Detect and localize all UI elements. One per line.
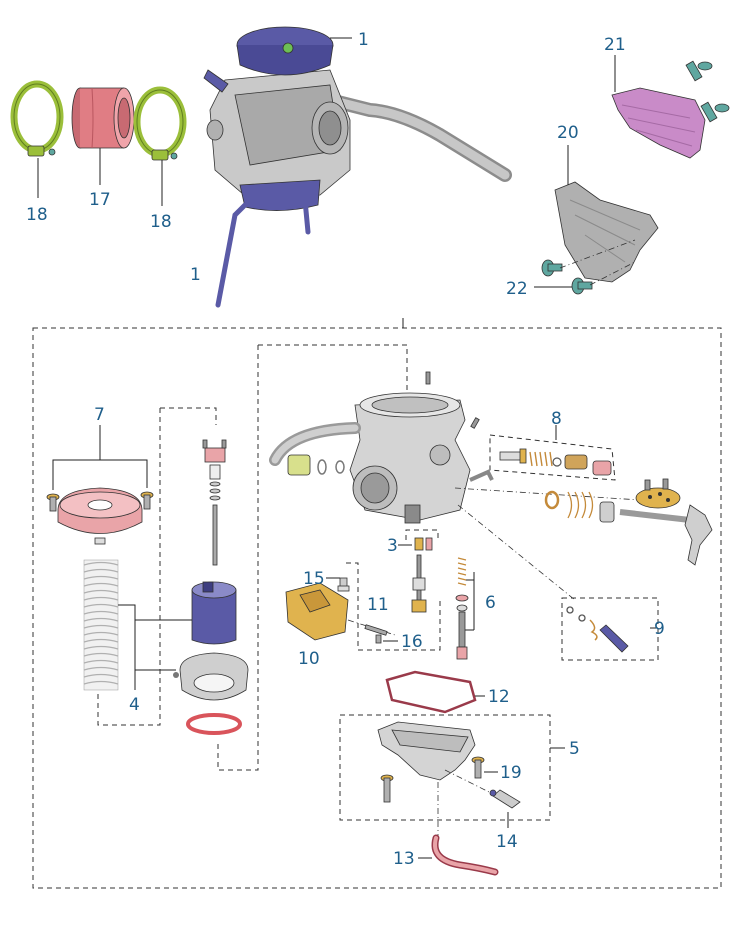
bowl-gasket xyxy=(385,670,477,714)
exploded-view-frame xyxy=(32,327,722,889)
screw-21b xyxy=(700,101,730,123)
accelerator-pump-parts xyxy=(544,490,615,523)
float-pin xyxy=(364,624,388,636)
callout-17: 17 xyxy=(89,190,111,210)
bowl-screw-19 xyxy=(471,756,485,779)
hose-clamp-left xyxy=(10,80,64,157)
jet-needle xyxy=(202,439,227,566)
main-jet-assembly xyxy=(411,537,433,613)
float-bowl xyxy=(377,721,476,781)
callout-4: 4 xyxy=(129,695,140,715)
callout-11: 11 xyxy=(367,595,389,615)
heat-shield-lower xyxy=(554,181,659,283)
diaphragm-spring xyxy=(83,559,119,691)
callout-13: 13 xyxy=(393,849,415,869)
float-valve xyxy=(455,557,469,660)
callout-9: 9 xyxy=(654,619,665,639)
callout-18-left: 18 xyxy=(26,205,48,225)
cover-screw-left xyxy=(46,493,60,512)
bowl-screw-left xyxy=(380,774,394,803)
callout-3: 3 xyxy=(387,536,398,556)
callout-6: 6 xyxy=(485,593,496,613)
carburetor-assembly xyxy=(203,26,512,308)
callout-21: 21 xyxy=(604,35,626,55)
heat-shield-upper xyxy=(611,87,706,159)
callout-5: 5 xyxy=(569,739,580,759)
screw-22b xyxy=(571,277,593,295)
diaphragm-cover xyxy=(57,487,143,545)
intake-manifold xyxy=(71,87,135,149)
callout-1-bottom: 1 xyxy=(190,265,201,285)
float xyxy=(285,582,349,641)
throttle-slide xyxy=(191,581,237,645)
carburetor-body xyxy=(349,392,494,524)
callout-12: 12 xyxy=(488,687,510,707)
screw-22a xyxy=(541,259,563,277)
callout-20: 20 xyxy=(557,123,579,143)
choke-plunger xyxy=(499,448,612,476)
callout-16: 16 xyxy=(401,632,423,652)
callout-22: 22 xyxy=(506,279,528,299)
diaphragm xyxy=(173,652,249,701)
cover-screw-right xyxy=(140,491,154,510)
screw-21a xyxy=(685,60,713,82)
o-ring xyxy=(186,713,242,735)
float-screw xyxy=(337,577,350,592)
hose-clamp-right xyxy=(133,86,187,161)
idle-screw xyxy=(566,606,629,653)
cap-yellow xyxy=(287,454,311,476)
callout-19: 19 xyxy=(500,763,522,783)
callout-14: 14 xyxy=(496,832,518,852)
callout-1-top: 1 xyxy=(358,30,369,50)
callout-18-right: 18 xyxy=(150,212,172,232)
float-valve-screw xyxy=(375,634,382,644)
drain-screw xyxy=(489,789,521,809)
callout-7: 7 xyxy=(94,405,105,425)
callout-10: 10 xyxy=(298,649,320,669)
throttle-shaft xyxy=(619,478,713,566)
callout-8: 8 xyxy=(551,409,562,429)
callout-15: 15 xyxy=(303,569,325,589)
